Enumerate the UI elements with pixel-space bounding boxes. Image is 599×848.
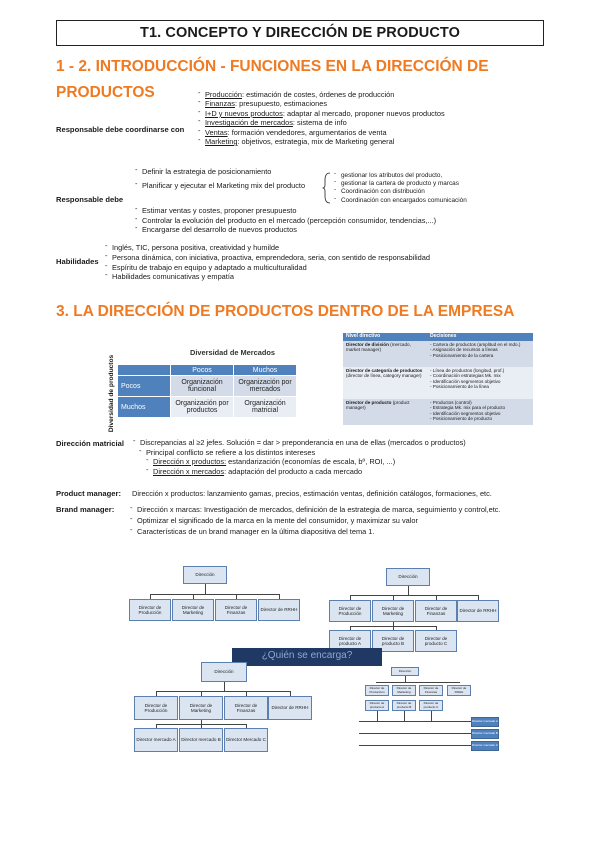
col-header: Pocos [170,364,234,376]
habilidades-label: Habilidades [56,257,99,266]
overlay-banner: ¿Quién se encarga? [232,648,382,666]
org-box: Director de producto A [365,700,389,711]
bm-list: Dirección x marcas: Investigación de mer… [130,502,501,537]
bm-item: Características de un brand manager en l… [130,524,501,537]
coordinar-item: Marketing: objetivos, estrategia, mix de… [198,135,445,146]
habilidad-item: Inglés, TIC, persona positiva, creativid… [105,241,430,253]
org-box: Director de RRHH [268,696,312,720]
debe-list-top: Definir la estrategia de posicionamiento… [135,165,305,192]
org-box: Director de producto C [415,630,457,652]
nd-header: Nivel directivo [343,333,427,341]
org-box: Director de Producción [129,599,171,621]
coordinar-item: Producción: estimación de costes, órdene… [198,88,445,99]
nd-row: Director de categoría de productos (dire… [343,366,533,399]
debe-item: Estimar ventas y costes, proponer presup… [135,204,436,216]
coordinar-list: Producción: estimación de costes, órdene… [198,88,445,146]
org-box: Director de Finanzas [419,685,443,696]
org-box: Director mercado A [471,717,499,727]
org-box: Director de producto B [392,700,416,711]
dm-subitem: Dirección x mercados: adaptación del pro… [146,465,395,477]
org-box: Director mercado C [471,741,499,751]
org-box: Director de Producción [365,685,389,696]
pm-label: Product manager: [56,489,121,498]
nd-row: Director de producto (product manager)- … [343,398,533,425]
debe-item: Controlar la evolución del producto en e… [135,214,436,226]
nd-header: Decisiones [427,333,533,341]
diversidad-table: Pocos Muchos Pocos Organización funciona… [117,364,297,418]
org-box: Director de RRHH [457,600,499,622]
mix-subitem: gestionar los atributos del producto, [334,170,467,180]
org-box: Director de Marketing [372,600,414,622]
habilidad-item: Persona dinámica, con iniciativa, proact… [105,251,430,263]
org-box: Dirección [183,566,227,584]
org-box: Director de producto C [419,700,443,711]
org-box: Director mercado B [471,729,499,739]
org-box: Director de Finanzas [215,599,257,621]
org-box: Director mercado B [179,728,223,752]
habilidad-item: Espíritu de trabajo en equipo y adaptado… [105,261,430,273]
diversidad-title: Diversidad de Mercados [190,348,276,357]
org-box: Director de Marketing [172,599,214,621]
dm-item: Principal conflicto se refiere a los dis… [139,446,466,458]
brace-icon [322,172,331,204]
nivel-directivo-table: Nivel directivo Decisiones Director de d… [343,333,533,425]
habilidades-list: Inglés, TIC, persona positiva, creativid… [105,241,430,282]
org-box: Director de producto B [372,630,414,652]
org-box: Dirección [386,568,430,586]
org-box: Director de Producción [134,696,178,720]
habilidad-item: Habilidades comunicativas y empatía [105,270,430,282]
bm-item: Dirección x marcas: Investigación de mer… [130,502,501,515]
org-box: Dirección [391,667,419,676]
org-box: Director de Finanzas [415,600,457,622]
table-cell: Organización matricial [233,396,297,418]
coordinar-label: Responsable debe coordinarse con [56,125,185,134]
org-box: Director de Finanzas [224,696,268,720]
coordinar-item: I+D y nuevos productos: adaptar al merca… [198,107,445,118]
mix-subitem: Coordinación con distribución [334,186,467,196]
dm-subitem: Dirección x productos: estandarización (… [146,455,395,467]
diversidad-side: Diversidad de productos [108,354,116,433]
mix-subitem: Coordinación con encargados comunicación [334,195,467,205]
debe-label: Responsable debe [56,195,124,204]
coordinar-item: Finanzas: presupuesto, estimaciones [198,97,445,108]
debe-item: Encargarse del desarrollo de nuevos prod… [135,223,436,235]
bm-item: Optimizar el significado de la marca en … [130,513,501,526]
row-header: Muchos [117,396,171,418]
org-box: Dirección [201,662,247,682]
org-box: Director de Marketing [179,696,223,720]
section3-heading: 3. LA DIRECCIÓN DE PRODUCTOS DENTRO DE L… [56,303,515,320]
org-box: Director mercado A [134,728,178,752]
section1-heading-line2: PRODUCTOS [56,84,155,101]
table-cell: Organización funcional [170,375,234,397]
dm-label: Dirección matricial [56,439,124,448]
org-box: Director de Marketing [392,685,416,696]
org-box: Director de RRHH [447,685,471,696]
dm-item: Discrepancias al ≥2 jefes. Solución = da… [133,436,466,448]
dm-sublist: Dirección x productos: estandarización (… [146,455,395,477]
nd-row: Director de división (mercado, market ma… [343,340,533,367]
section1-heading-line1: 1 - 2. INTRODUCCIÓN - FUNCIONES EN LA DI… [56,58,489,75]
org-box: Director Mercado C [224,728,268,752]
pm-text: Dirección x productos: lanzamiento gamas… [132,489,492,498]
mix-subitem: gestionar la cartera de producto y marca… [334,178,467,188]
mix-sublist: gestionar los atributos del producto, ge… [334,170,467,205]
debe-item: Planificar y ejecutar el Marketing mix d… [135,179,305,192]
dm-list: Discrepancias al ≥2 jefes. Solución = da… [133,436,466,458]
table-cell: Organización por mercados [233,375,297,397]
debe-item: Definir la estrategia de posicionamiento [135,165,305,178]
table-cell: Organización por productos [170,396,234,418]
col-header: Muchos [233,364,297,376]
row-header: Pocos [117,375,171,397]
debe-list-bottom: Estimar ventas y costes, proponer presup… [135,204,436,235]
coordinar-item: Investigación de mercados: sistema de in… [198,116,445,127]
coordinar-item: Ventas: formación vendedores, argumentar… [198,126,445,137]
bm-label: Brand manager: [56,505,115,514]
org-box: Director de Producción [329,600,371,622]
org-box: Director de RRHH [258,599,300,621]
page-title: T1. CONCEPTO Y DIRECCIÓN DE PRODUCTO [56,20,544,46]
